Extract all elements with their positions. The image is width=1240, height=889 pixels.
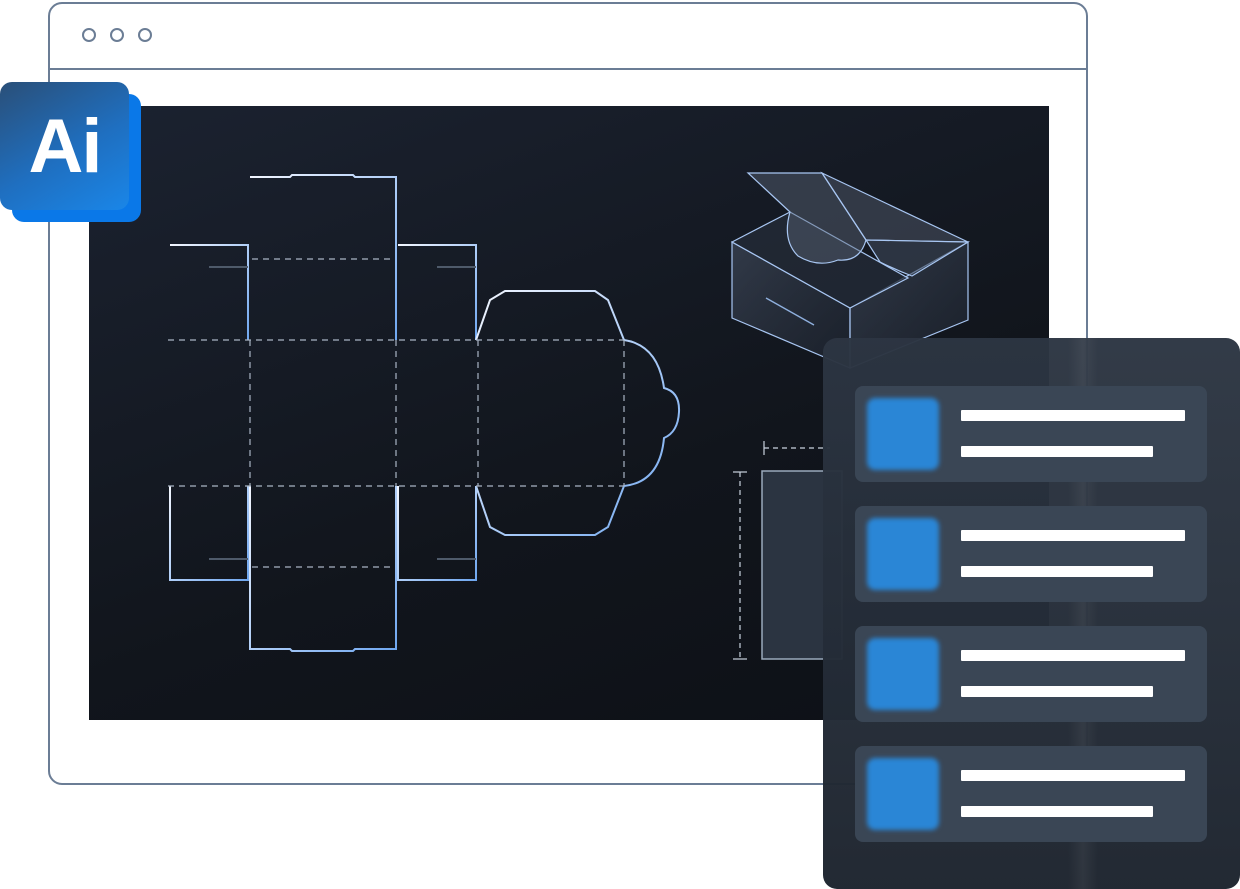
layer-item[interactable] — [855, 626, 1207, 722]
fold-lines — [168, 258, 625, 568]
illustrator-logo-icon: Ai — [0, 82, 129, 210]
window-control-minimize[interactable] — [110, 28, 124, 42]
box-3d-preview[interactable] — [730, 171, 971, 369]
layer-subtitle-placeholder — [961, 446, 1153, 457]
title-bar — [50, 4, 1086, 70]
box-dieline-flat[interactable] — [167, 174, 681, 652]
layer-thumbnail-icon — [867, 638, 939, 710]
layer-title-placeholder — [961, 410, 1185, 421]
layer-thumbnail-icon — [867, 758, 939, 830]
layers-panel — [823, 338, 1240, 889]
layer-subtitle-placeholder — [961, 686, 1153, 697]
layer-item[interactable] — [855, 386, 1207, 482]
layer-thumbnail-icon — [867, 518, 939, 590]
layer-subtitle-placeholder — [961, 806, 1153, 817]
layer-title-placeholder — [961, 770, 1185, 781]
glue-marks — [209, 266, 476, 560]
layer-item[interactable] — [855, 506, 1207, 602]
layer-subtitle-placeholder — [961, 566, 1153, 577]
layer-item[interactable] — [855, 746, 1207, 842]
logo-text: Ai — [28, 103, 103, 189]
layer-title-placeholder — [961, 530, 1185, 541]
window-control-close[interactable] — [82, 28, 96, 42]
window-control-maximize[interactable] — [138, 28, 152, 42]
layer-thumbnail-icon — [867, 398, 939, 470]
layer-title-placeholder — [961, 650, 1185, 661]
